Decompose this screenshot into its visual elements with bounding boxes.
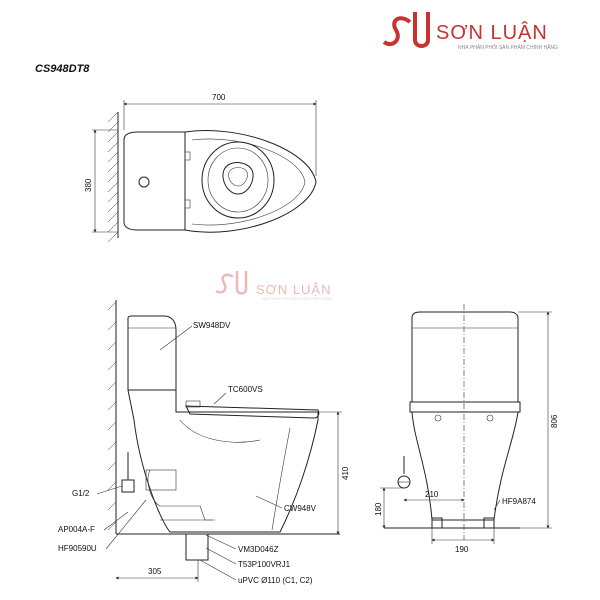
side-view: SW948DV TC600VS CW948V G1/2 AP004A-F HF9… xyxy=(58,300,350,585)
label-hose: HF90590U xyxy=(58,544,97,553)
dim-front-offset: 210 xyxy=(425,490,439,499)
label-tank: SW948DV xyxy=(193,321,231,330)
label-bowl: CW948V xyxy=(284,504,317,513)
dim-side-height: 410 xyxy=(341,466,350,480)
top-view: 700 380 xyxy=(84,93,317,243)
watermark-tagline: NHÀ PHÂN PHỐI SẢN PHẨM CHÍNH HÃNG xyxy=(262,296,332,301)
front-view: 806 210 190 180 HF9A874 xyxy=(374,304,559,554)
watermark-name: SƠN LUẬN xyxy=(256,282,332,297)
dim-front-width: 190 xyxy=(455,545,469,554)
dim-top-depth: 380 xyxy=(84,178,93,192)
dim-front-base: 180 xyxy=(374,502,383,516)
model-title: CS948DT8 xyxy=(35,63,90,75)
dim-front-height: 806 xyxy=(550,414,559,428)
label-trap: T53P100VRJ1 xyxy=(238,560,291,569)
flush-button-icon xyxy=(138,176,150,188)
label-front-hose: HF9A874 xyxy=(502,497,536,506)
brand-logo: SƠN LUẬN NHÀ PHÂN PHỐI SẢN PHẨM CHÍNH HÃ… xyxy=(382,12,558,51)
label-flange: VM3D046Z xyxy=(238,545,279,554)
label-connector: G1/2 xyxy=(72,489,90,498)
label-pipe: uPVC Ø110 (C1, C2) xyxy=(238,576,313,585)
label-seat: TC600VS xyxy=(228,385,263,394)
brand-tagline: NHÀ PHÂN PHỐI SẢN PHẨM CHÍNH HÃNG xyxy=(458,44,558,51)
brand-name: SƠN LUẬN xyxy=(436,21,548,44)
dim-side-depth: 305 xyxy=(148,567,162,576)
dim-top-width: 700 xyxy=(212,93,226,102)
label-valve: AP004A-F xyxy=(58,525,95,534)
watermark: SƠN LUẬN NHÀ PHÂN PHỐI SẢN PHẨM CHÍNH HÃ… xyxy=(215,271,332,301)
